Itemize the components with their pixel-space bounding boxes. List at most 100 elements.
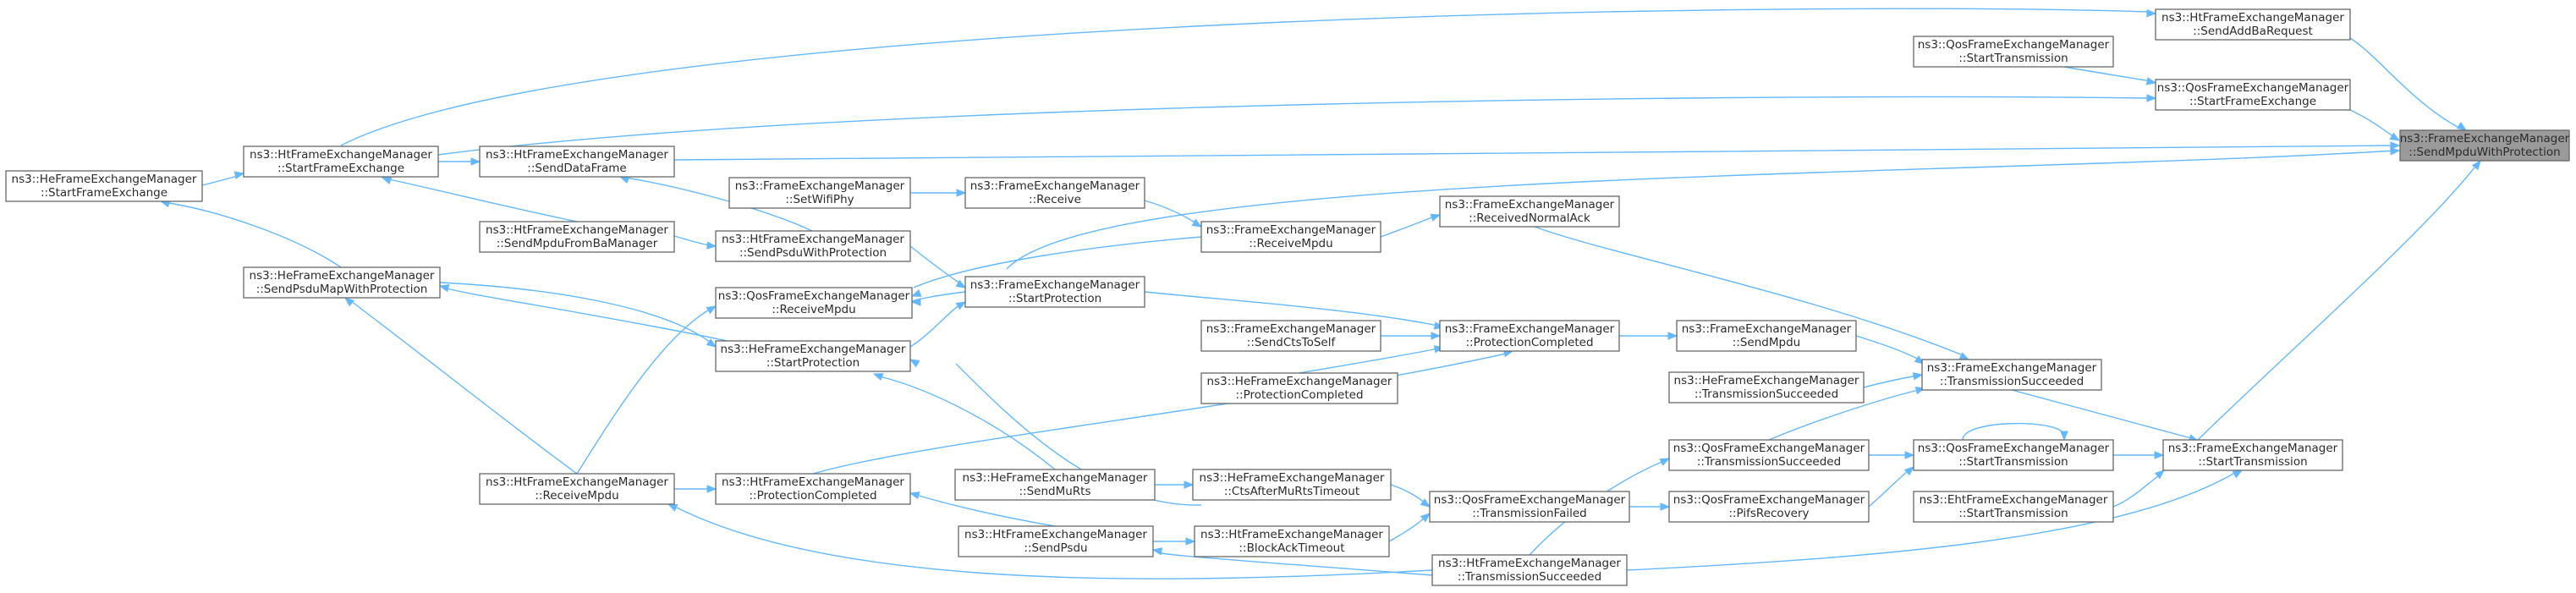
call-edge bbox=[674, 485, 717, 493]
call-edge bbox=[2112, 469, 2166, 508]
node-qos-frame-exchange-manager-receive-mpdu[interactable]: ns3::QosFrameExchangeManager ::ReceiveMp… bbox=[715, 287, 913, 319]
node-label-class: ns3::HtFrameExchangeManager bbox=[486, 475, 668, 489]
call-edge bbox=[381, 177, 578, 222]
node-he-frame-exchange-manager-cts-after-mu-rts-timeout[interactable]: ns3::HeFrameExchangeManager ::CtsAfterMu… bbox=[1192, 469, 1392, 501]
node-label-class: ns3::FrameExchangeManager bbox=[1927, 361, 2097, 375]
edge-arrowhead bbox=[1184, 480, 1195, 489]
node-he-frame-exchange-manager-send-mu-rts[interactable]: ns3::HeFrameExchangeManager ::SendMuRts bbox=[954, 469, 1156, 501]
node-label-class: ns3::FrameExchangeManager bbox=[1206, 322, 1376, 336]
node-label-method: ::PifsRecovery bbox=[1728, 507, 1809, 520]
node-ht-frame-exchange-manager-send-psdu[interactable]: ns3::HtFrameExchangeManager ::SendPsdu bbox=[958, 525, 1154, 557]
edge-line bbox=[1144, 200, 1197, 224]
node-frame-exchange-manager-start-protection[interactable]: ns3::FrameExchangeManager ::StartProtect… bbox=[964, 276, 1145, 308]
node-label-class: ns3::FrameExchangeManager bbox=[970, 278, 1140, 292]
node-ht-frame-exchange-manager-send-psdu-with-protection[interactable]: ns3::HtFrameExchangeManager ::SendPsduWi… bbox=[715, 230, 911, 262]
node-qos-frame-exchange-manager-start-frame-exchange[interactable]: ns3::QosFrameExchangeManager ::StartFram… bbox=[2155, 79, 2351, 111]
call-edge bbox=[812, 349, 1514, 475]
edge-line bbox=[439, 282, 711, 343]
node-he-frame-exchange-manager-protection-completed[interactable]: ns3::HeFrameExchangeManager ::Protection… bbox=[1200, 372, 1398, 404]
node-label-method: ::SendPsduMapWithProtection bbox=[256, 283, 428, 296]
node-label-class: ns3::HtFrameExchangeManager bbox=[486, 148, 668, 162]
node-frame-exchange-manager-received-normal-ack[interactable]: ns3::FrameExchangeManager ::ReceivedNorm… bbox=[1439, 195, 1620, 228]
node-label-class: ns3::HtFrameExchangeManager bbox=[722, 475, 904, 489]
edge-line bbox=[911, 291, 966, 302]
node-he-frame-exchange-manager-send-psdu-map-with-protection[interactable]: ns3::HeFrameExchangeManager ::SendPsduMa… bbox=[243, 266, 441, 299]
edge-arrowhead bbox=[2060, 431, 2068, 442]
edge-line bbox=[201, 175, 239, 186]
edge-line bbox=[909, 304, 961, 348]
node-he-frame-exchange-manager-start-frame-exchange[interactable]: ns3::HeFrameExchangeManager ::StartFrame… bbox=[5, 170, 203, 202]
node-qos-frame-exchange-manager-start-transmission[interactable]: ns3::QosFrameExchangeManager ::StartTran… bbox=[1913, 439, 2114, 471]
node-label-method: ::StartFrameExchange bbox=[277, 162, 404, 175]
call-edge bbox=[438, 157, 481, 166]
edge-arrowhead bbox=[2390, 147, 2401, 156]
node-label-class: ns3::FrameExchangeManager bbox=[1206, 223, 1376, 237]
edge-line bbox=[1868, 469, 1909, 508]
edge-line bbox=[812, 353, 1507, 475]
call-edge bbox=[1629, 502, 1671, 511]
edge-arrowhead bbox=[909, 359, 920, 368]
node-ht-frame-exchange-manager-transmission-succeeded[interactable]: ns3::HtFrameExchangeManager ::Transmissi… bbox=[1431, 554, 1628, 586]
call-edge bbox=[1869, 451, 1915, 459]
node-ht-frame-exchange-manager-receive-mpdu[interactable]: ns3::HtFrameExchangeManager ::ReceiveMpd… bbox=[479, 473, 675, 505]
call-edge bbox=[1868, 466, 1915, 508]
node-frame-exchange-manager-transmission-succeeded[interactable]: ns3::FrameExchangeManager ::Transmission… bbox=[1921, 359, 2102, 391]
node-qos-frame-exchange-manager-transmission-succeeded[interactable]: ns3::QosFrameExchangeManager ::Transmiss… bbox=[1668, 439, 1870, 471]
call-edge bbox=[910, 291, 966, 306]
call-edge bbox=[1380, 213, 1442, 238]
node-qos-frame-exchange-manager-transmission-failed[interactable]: ns3::QosFrameExchangeManager ::Transmiss… bbox=[1429, 491, 1630, 523]
node-label-class: ns3::QosFrameExchangeManager bbox=[1918, 442, 2110, 455]
edge-arrowhead bbox=[233, 171, 245, 179]
node-label-method: ::TransmissionSucceeded bbox=[1697, 455, 1841, 469]
edge-arrowhead bbox=[1660, 502, 1671, 511]
node-label-method: ::StartTransmission bbox=[1958, 507, 2068, 520]
edge-arrowhead bbox=[667, 503, 678, 512]
node-label-class: ns3::FrameExchangeManager bbox=[2168, 442, 2338, 455]
call-edge bbox=[340, 8, 2157, 146]
node-frame-exchange-manager-send-cts-to-self[interactable]: ns3::FrameExchangeManager ::SendCtsToSel… bbox=[1200, 320, 1381, 352]
node-label-class: ns3::HeFrameExchangeManager bbox=[12, 173, 197, 186]
call-edge bbox=[437, 94, 2157, 156]
edge-arrowhead bbox=[910, 288, 922, 297]
call-edge bbox=[2011, 389, 2200, 442]
node-frame-exchange-manager-receive[interactable]: ns3::FrameExchangeManager ::Receive bbox=[964, 177, 1145, 209]
edge-arrowhead bbox=[872, 373, 884, 382]
node-frame-exchange-manager-send-mpdu[interactable]: ns3::FrameExchangeManager ::SendMpdu bbox=[1676, 320, 1857, 352]
node-label-class: ns3::HeFrameExchangeManager bbox=[721, 343, 906, 356]
node-frame-exchange-manager-set-wifi-phy[interactable]: ns3::FrameExchangeManager ::SetWifiPhy bbox=[728, 177, 911, 209]
node-label-method: ::ReceiveMpdu bbox=[1249, 237, 1332, 250]
node-eht-frame-exchange-manager-start-transmission[interactable]: ns3::EhtFrameExchangeManager ::StartTran… bbox=[1913, 491, 2114, 523]
node-qos-frame-exchange-manager-start-transmission-top[interactable]: ns3::QosFrameExchangeManager ::StartTran… bbox=[1913, 36, 2114, 68]
edge-arrowhead bbox=[909, 491, 920, 500]
call-edge bbox=[1388, 513, 1431, 542]
edge-arrowhead bbox=[438, 284, 450, 293]
call-edge bbox=[438, 284, 728, 342]
node-label-method: ::BlockAckTimeout bbox=[1239, 541, 1345, 555]
edge-arrowhead bbox=[1912, 372, 1924, 381]
call-edge bbox=[576, 305, 717, 475]
node-ht-frame-exchange-manager-protection-completed[interactable]: ns3::HtFrameExchangeManager ::Protection… bbox=[715, 473, 911, 505]
node-frame-exchange-manager-protection-completed[interactable]: ns3::FrameExchangeManager ::ProtectionCo… bbox=[1439, 320, 1620, 352]
edge-arrowhead bbox=[1667, 332, 1678, 340]
node-frame-exchange-manager-send-mpdu-with-protection[interactable]: ns3::FrameExchangeManager ::SendMpduWith… bbox=[2399, 129, 2570, 162]
call-edge bbox=[2197, 159, 2481, 441]
node-ht-frame-exchange-manager-send-mpdu-from-ba-manager[interactable]: ns3::HtFrameExchangeManager ::SendMpduFr… bbox=[479, 221, 675, 253]
node-label-method: ::TransmissionSucceeded bbox=[1458, 570, 1601, 584]
node-he-frame-exchange-manager-start-protection[interactable]: ns3::HeFrameExchangeManager ::StartProte… bbox=[715, 340, 911, 372]
node-label-method: ::SendMpduWithProtection bbox=[2408, 146, 2560, 159]
node-frame-exchange-manager-start-transmission[interactable]: ns3::FrameExchangeManager ::StartTransmi… bbox=[2162, 439, 2343, 471]
edge-arrowhead bbox=[2471, 159, 2481, 171]
edge-arrowhead bbox=[1420, 498, 1431, 508]
node-frame-exchange-manager-receive-mpdu[interactable]: ns3::FrameExchangeManager ::ReceiveMpdu bbox=[1200, 221, 1381, 253]
node-ht-frame-exchange-manager-block-ack-timeout[interactable]: ns3::HtFrameExchangeManager ::BlockAckTi… bbox=[1194, 525, 1390, 557]
node-ht-frame-exchange-manager-start-frame-exchange[interactable]: ns3::HtFrameExchangeManager ::StartFrame… bbox=[243, 146, 439, 178]
node-ht-frame-exchange-manager-send-add-ba-request[interactable]: ns3::HtFrameExchangeManager ::SendAddBaR… bbox=[2155, 8, 2351, 41]
node-qos-frame-exchange-manager-pifs-recovery[interactable]: ns3::QosFrameExchangeManager ::PifsRecov… bbox=[1668, 491, 1870, 523]
node-label-class: ns3::EhtFrameExchangeManager bbox=[1920, 493, 2108, 507]
node-he-frame-exchange-manager-transmission-succeeded[interactable]: ns3::HeFrameExchangeManager ::Transmissi… bbox=[1668, 371, 1865, 404]
edge-line bbox=[1534, 226, 1964, 356]
call-graph-edges bbox=[159, 8, 2481, 579]
node-ht-frame-exchange-manager-send-data-frame[interactable]: ns3::HtFrameExchangeManager ::SendDataFr… bbox=[479, 146, 675, 178]
call-edge bbox=[909, 245, 967, 288]
call-edge bbox=[159, 200, 342, 268]
